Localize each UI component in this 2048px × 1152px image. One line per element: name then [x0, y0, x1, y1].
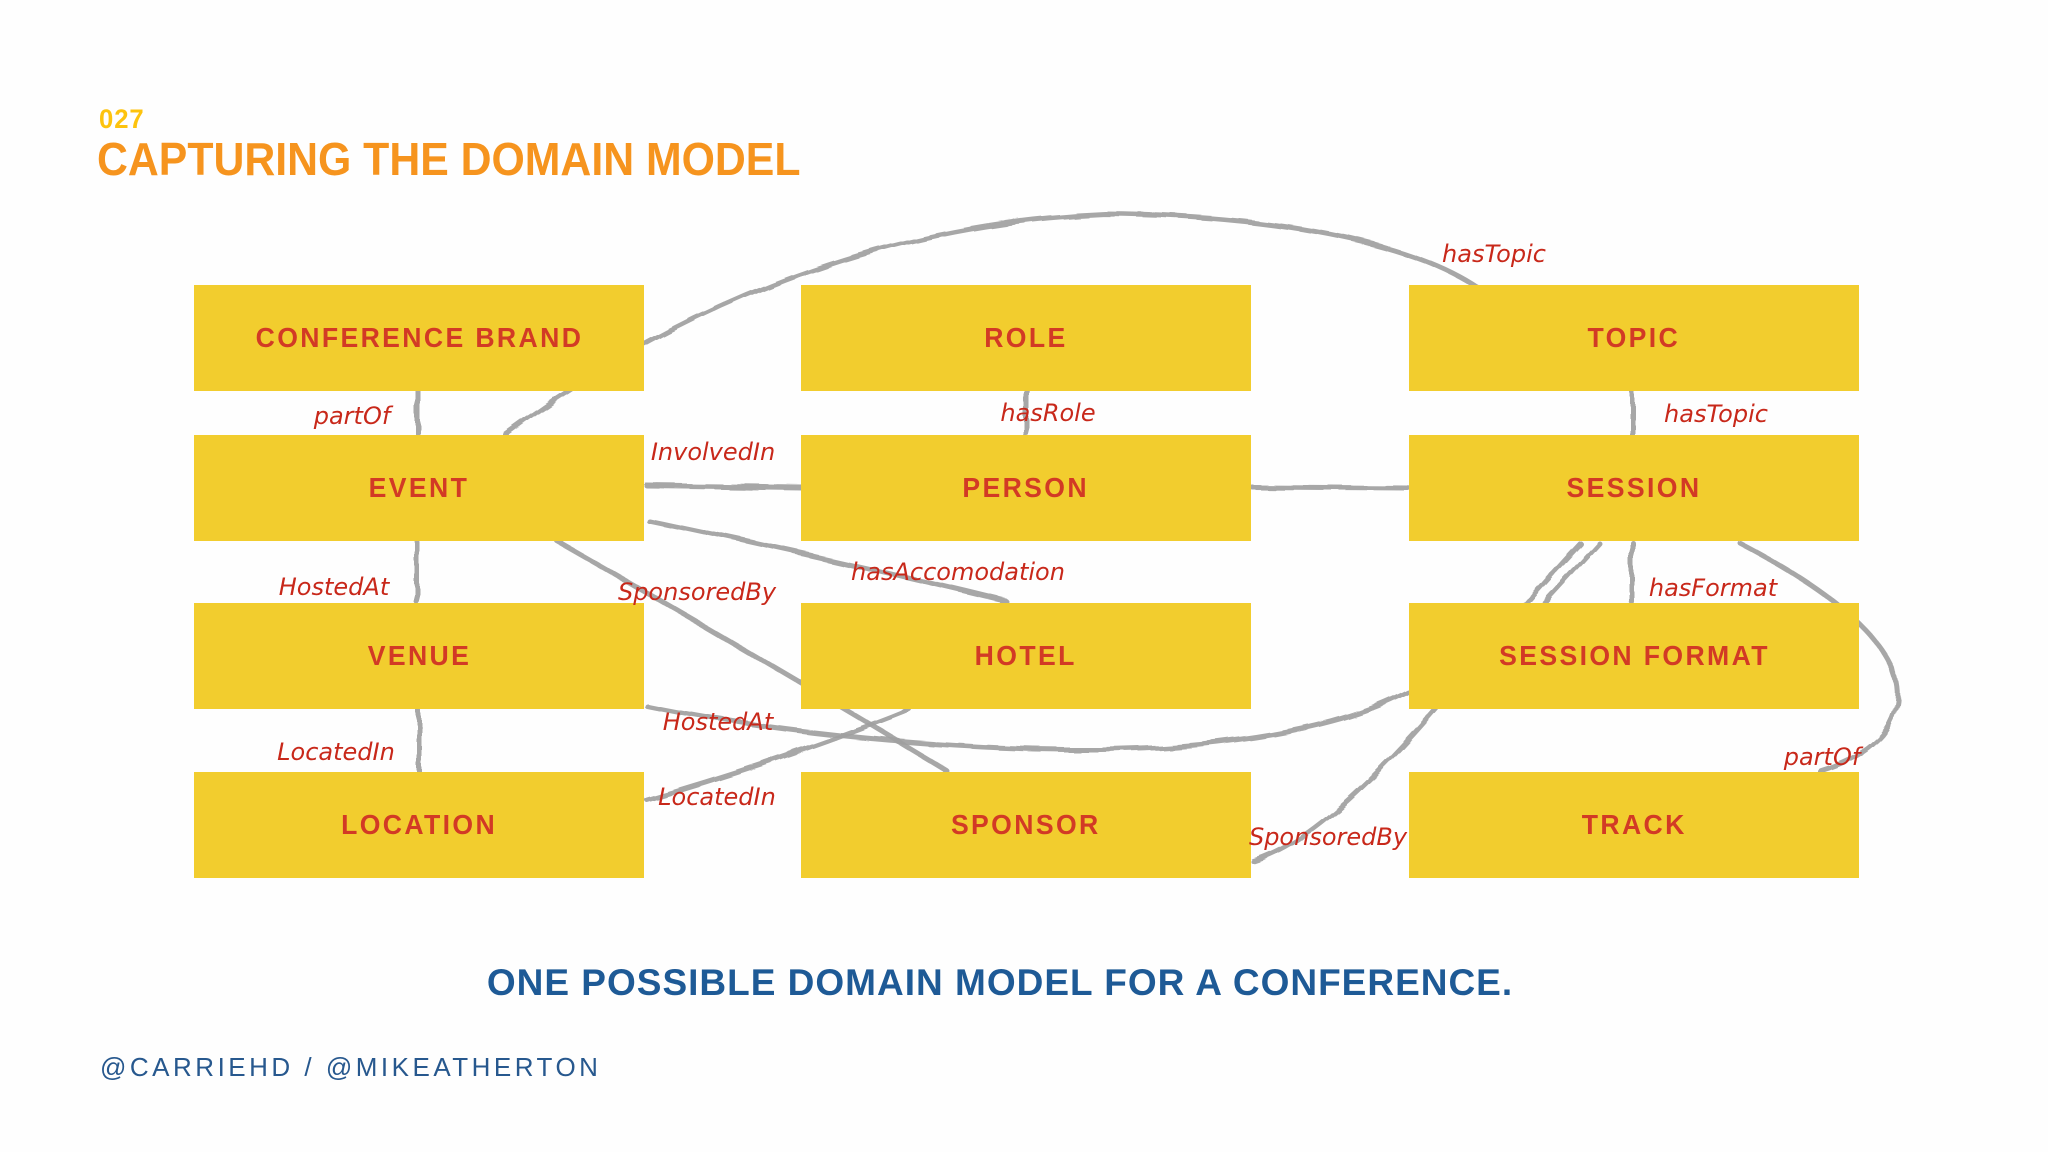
- entity-box-track: TRACK: [1409, 772, 1859, 878]
- relationship-label-partof-2: partOf: [1783, 743, 1861, 771]
- connector-hostedat-session-venue: [644, 689, 1411, 752]
- relationship-label-locatedin-2: LocatedIn: [658, 783, 776, 811]
- entity-box-conference-brand: CONFERENCE BRAND: [194, 285, 644, 391]
- slide-caption: ONE POSSIBLE DOMAIN MODEL FOR A CONFEREN…: [486, 962, 1514, 1003]
- entity-box-session-format: SESSION FORMAT: [1409, 603, 1859, 709]
- entity-label: SESSION: [1566, 472, 1702, 503]
- relationship-label-hostedat: HostedAt: [278, 573, 390, 601]
- entity-label: PERSON: [962, 472, 1090, 503]
- relationship-label-hasrole: hasRole: [1000, 399, 1096, 427]
- entity-box-hotel: HOTEL: [801, 603, 1251, 709]
- relationship-label-partof: partOf: [313, 402, 391, 430]
- relationship-label-hasaccomodation: hasAccomodation: [851, 558, 1065, 586]
- entity-label: LOCATION: [341, 809, 497, 840]
- entity-box-event: EVENT: [194, 435, 644, 541]
- entity-label: EVENT: [368, 472, 470, 503]
- connector-hastopic-event-topic-arc: [502, 211, 1487, 437]
- entity-label: SPONSOR: [951, 809, 1101, 840]
- relationship-label-hastopic-arc: hasTopic: [1442, 240, 1546, 268]
- entity-box-venue: VENUE: [194, 603, 644, 709]
- relationship-label-locatedin: LocatedIn: [277, 738, 395, 766]
- entity-box-sponsor: SPONSOR: [801, 772, 1251, 878]
- relationship-label-hostedat-2: HostedAt: [662, 708, 774, 736]
- entity-label: HOTEL: [974, 640, 1078, 671]
- relationship-label-hasformat: hasFormat: [1648, 574, 1778, 602]
- slide-number: 027: [99, 104, 145, 134]
- entity-label: SESSION FORMAT: [1498, 640, 1770, 671]
- entity-box-location: LOCATION: [194, 772, 644, 878]
- entity-box-role: ROLE: [801, 285, 1251, 391]
- connector-partof-session-track: [1737, 540, 1900, 774]
- entity-label: VENUE: [367, 640, 471, 671]
- connector-involvedin-person-event: [644, 483, 806, 491]
- entity-box-person: PERSON: [801, 435, 1251, 541]
- entity-label: TOPIC: [1587, 322, 1681, 353]
- entity-label: ROLE: [984, 322, 1068, 353]
- relationship-label-involvedin: InvolvedIn: [650, 438, 776, 466]
- relationship-label-sponsoredby: SponsoredBy: [617, 578, 777, 606]
- entity-box-topic: TOPIC: [1409, 285, 1859, 391]
- connector-hasaccomodation-event-hotel: [645, 517, 1009, 604]
- entity-box-session: SESSION: [1409, 435, 1859, 541]
- page-title: CAPTURING THE DOMAIN MODEL: [97, 133, 801, 185]
- entity-label: TRACK: [1581, 809, 1687, 840]
- footer-credits: @CARRIEHD / @MIKEATHERTON: [100, 1052, 602, 1082]
- entity-label: CONFERENCE BRAND: [255, 322, 583, 353]
- connector-locatedin-hotel-location: [644, 707, 913, 803]
- relationship-label-hastopic: hasTopic: [1664, 400, 1768, 428]
- connector-person-session: [1249, 484, 1411, 491]
- relationship-label-sponsoredby-2: SponsoredBy: [1248, 823, 1408, 851]
